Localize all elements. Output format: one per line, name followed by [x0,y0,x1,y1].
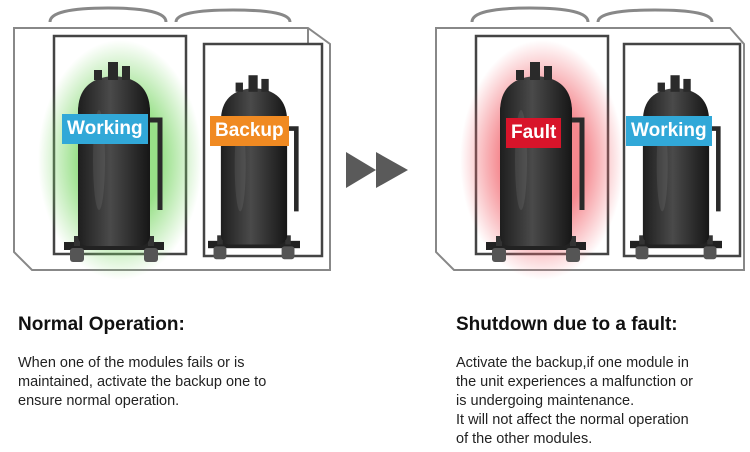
description-line: It will not affect the normal operation [456,412,689,428]
description-line: maintained, activate the backup one to [18,374,267,390]
status-tag-fault: Fault [506,118,562,148]
status-tag-working: Working [626,116,712,146]
normal-operation-heading: Normal Operation: [18,314,185,335]
fault-shutdown-description: Activate the backup,if one module in the… [456,354,693,449]
description-line: ensure normal operation. [18,393,180,409]
status-tag-working: Working [62,114,148,144]
fault-shutdown-illustration: Fault Working [430,0,750,290]
description-line: of the other modules. [456,431,593,447]
description-line: is undergoing maintenance. [456,393,635,409]
status-tag-backup: Backup [210,116,289,146]
fault-shutdown-heading: Shutdown due to a fault: [456,314,678,335]
description-line: When one of the modules fails or is [18,355,245,371]
normal-operation-description: When one of the modules fails or is main… [18,354,266,411]
normal-operation-illustration: Working Backup [8,0,338,290]
description-line: Activate the backup,if one module in [456,355,689,371]
double-arrow-right-icon [346,152,408,188]
description-line: the unit experiences a malfunction or [456,374,693,390]
